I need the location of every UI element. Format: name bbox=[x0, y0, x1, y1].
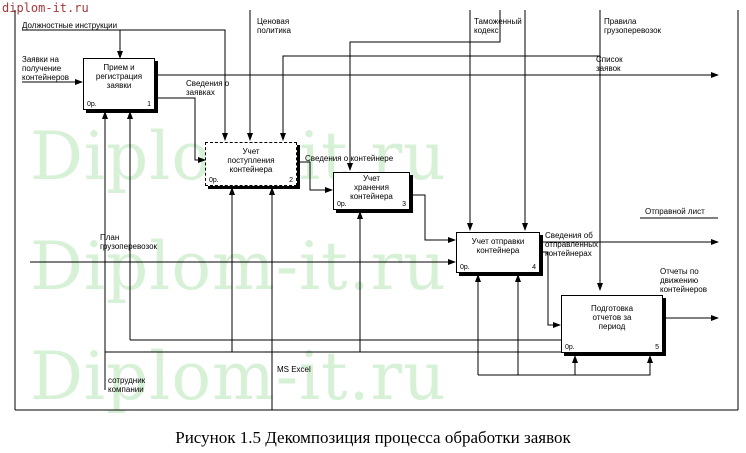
activity-cost: 0р. bbox=[337, 201, 347, 208]
activity-box-5[interactable]: Подготовка отчетов за период 0р. 5 bbox=[561, 295, 663, 353]
activity-name: Подготовка отчетов за период bbox=[590, 304, 634, 331]
label-transport-rules: Правила грузоперевозок bbox=[604, 17, 662, 35]
watermark-url: diplom-it.ru bbox=[2, 1, 89, 15]
activity-cost: 0р. bbox=[565, 344, 575, 351]
label-customs-code: Таможенный кодекс bbox=[474, 17, 522, 35]
activity-name: Учет отправки контейнера bbox=[471, 237, 525, 255]
activity-number: 5 bbox=[655, 344, 659, 351]
activity-number: 1 bbox=[147, 101, 151, 108]
activity-box-1[interactable]: Прием и регистрация заявки 0р. 1 bbox=[83, 58, 155, 110]
activity-box-4[interactable]: Учет отправки контейнера 0р. 4 bbox=[456, 232, 540, 273]
figure-caption: Рисунок 1.5 Декомпозиция процесса обрабо… bbox=[175, 428, 571, 447]
activity-name: Прием и регистрация заявки bbox=[95, 63, 143, 90]
arrow-request-info bbox=[155, 97, 206, 163]
label-reports: Отчеты по движению контейнеров bbox=[660, 267, 707, 294]
arrow-container-info bbox=[297, 161, 333, 193]
activity-number: 4 bbox=[532, 264, 536, 271]
label-duties: Должностные инструкции bbox=[22, 21, 118, 30]
label-price-policy: Ценовая политика bbox=[257, 17, 291, 35]
label-request-list: Список заявок bbox=[596, 55, 623, 73]
activity-box-3[interactable]: Учет хранения контейнера 0р. 3 bbox=[333, 172, 410, 210]
label-sent-info: Сведения об отправленных контейнерах bbox=[545, 231, 598, 258]
arrow-rules bbox=[280, 10, 601, 141]
arrow-duties bbox=[22, 29, 123, 59]
label-requests: Заявки на получение контейнеров bbox=[22, 55, 69, 82]
activity-cost: 0р. bbox=[209, 177, 219, 184]
activity-box-2[interactable]: Учет поступления контейнера 0р. 2 bbox=[205, 142, 297, 186]
label-employee: сотрудник компании bbox=[108, 376, 146, 394]
label-ms-excel: MS Excel bbox=[277, 365, 311, 374]
label-container-info: Сведения о контейнере bbox=[305, 154, 394, 163]
activity-number: 3 bbox=[402, 201, 406, 208]
activity-cost: 0р. bbox=[460, 264, 470, 271]
activity-name: Учет хранения контейнера bbox=[350, 174, 393, 201]
activity-name: Учет поступления контейнера bbox=[227, 147, 275, 174]
label-request-info: Сведения о заявках bbox=[186, 79, 230, 97]
label-shipping-list: Отправной лист bbox=[645, 207, 705, 216]
label-transport-plan: План грузоперевозок bbox=[100, 233, 158, 251]
activity-cost: 0р. bbox=[87, 101, 97, 108]
activity-number: 2 bbox=[289, 177, 293, 184]
